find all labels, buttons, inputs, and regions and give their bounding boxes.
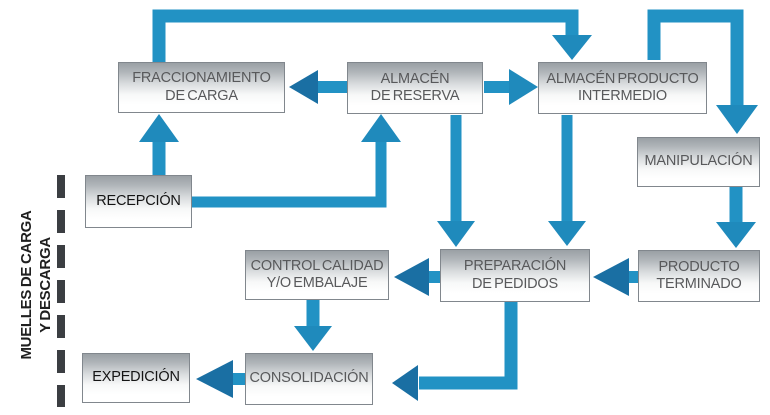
node-fraccionamiento-de-carga: FRACCIONAMIENTO DE CARGA [118, 62, 285, 113]
node-expedicion: EXPEDICIÓN [82, 353, 190, 403]
arrow-recepcion-to-almacen-reserva [192, 114, 401, 208]
node-almacen-producto-intermedio: ALMACÉN PRODUCTO INTERMEDIO [538, 62, 707, 114]
node-label: ALMACÉN [380, 70, 450, 87]
node-label: TERMINADO [656, 276, 742, 292]
arrow-preparacion-to-consolidacion [392, 302, 518, 401]
node-preparacion-de-pedidos: PREPARACIÓN DE PEDIDOS [440, 249, 590, 302]
node-label: EXPEDICIÓN [92, 369, 180, 386]
node-consolidacion: CONSOLIDACIÓN [245, 353, 373, 405]
dock-zone-label-line2: Y DESCARGA [37, 237, 54, 333]
node-label: CONSOLIDACIÓN [249, 370, 369, 387]
arrow-almacen-reserva-to-intermedio [484, 69, 538, 105]
node-producto-terminado: PRODUCTO TERMINADO [638, 250, 760, 302]
arrow-recepcion-to-fraccionamiento [139, 114, 179, 176]
node-control-calidad-embalaje: CONTROL CALIDAD Y/O EMBALAJE [245, 250, 389, 300]
node-manipulacion: MANIPULACIÓN [637, 137, 760, 187]
arrow-manipulacion-to-producto-terminado [716, 187, 756, 248]
node-almacen-de-reserva: ALMACÉN DE RESERVA [347, 62, 483, 114]
node-recepcion: RECEPCIÓN [85, 175, 192, 228]
arrow-intermedio-to-manipulacion [647, 9, 758, 134]
arrow-preparacion-to-control-calidad [394, 258, 441, 296]
node-label: ALMACÉN PRODUCTO [546, 70, 699, 87]
arrow-intermedio-to-preparacion [548, 115, 586, 246]
arrow-fraccionamiento-to-intermedio [152, 9, 592, 62]
node-label: PREPARACIÓN [463, 258, 567, 274]
node-label: DE PEDIDOS [472, 275, 558, 292]
node-label: DE CARGA [165, 87, 238, 104]
node-label: RECEPCIÓN [96, 192, 181, 209]
node-label: CONTROL CALIDAD [250, 257, 384, 274]
arrow-control-calidad-to-consolidacion [294, 300, 332, 351]
node-label: PRODUCTO [658, 258, 740, 275]
node-label: MANIPULACIÓN [644, 153, 753, 170]
node-label: DE RESERVA [370, 88, 460, 104]
node-label: INTERMEDIO [577, 88, 668, 104]
dock-zone-label: MUELLES DE CARGA Y DESCARGA [17, 210, 55, 360]
arrow-almacen-reserva-to-preparacion [437, 115, 475, 247]
node-label: FRACCIONAMIENTO [132, 70, 271, 86]
arrow-consolidacion-to-expedicion [196, 360, 246, 398]
arrow-almacen-reserva-to-fraccionamiento [289, 70, 347, 104]
node-label: Y/O EMBALAJE [266, 275, 368, 291]
arrow-producto-terminado-to-preparacion [593, 258, 640, 296]
dock-zone-label-line1: MUELLES DE CARGA [18, 210, 35, 360]
